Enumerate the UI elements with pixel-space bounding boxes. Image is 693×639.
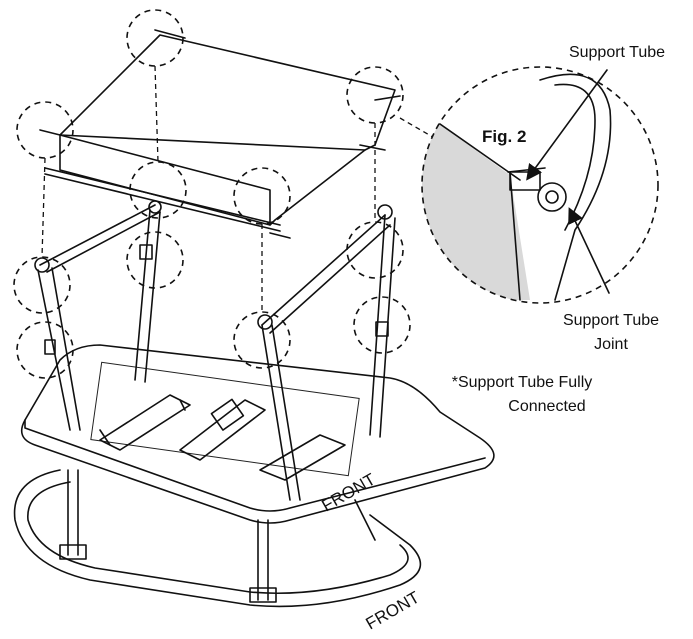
detail-circles (13, 9, 411, 379)
fig-2-label: Fig. 2 (482, 127, 526, 146)
support-tube-joint-label-line2: Joint (594, 336, 628, 353)
actuator-right (259, 434, 346, 481)
support-tube-joint-label-line1: Support Tube (563, 312, 659, 329)
actuator-center (179, 398, 266, 461)
base-stand (13, 469, 422, 608)
fig2-detail (421, 66, 659, 304)
canopy-top-frame (39, 29, 401, 239)
alignment-lines (41, 65, 439, 312)
support-tube-label: Support Tube (569, 44, 665, 61)
base-platform (20, 344, 495, 524)
support-tube-arrow (526, 69, 608, 181)
actuator-left (99, 394, 191, 451)
fully-connected-note-line2: Connected (508, 398, 585, 415)
front-label-platform: FRONT (319, 470, 379, 516)
fully-connected-note-line1: *Support Tube Fully (452, 374, 593, 391)
front-label-base: FRONT (363, 588, 423, 634)
support-tube-joint-arrow (568, 207, 610, 294)
support-tube-joints (34, 200, 393, 355)
support-tubes (37, 204, 396, 501)
